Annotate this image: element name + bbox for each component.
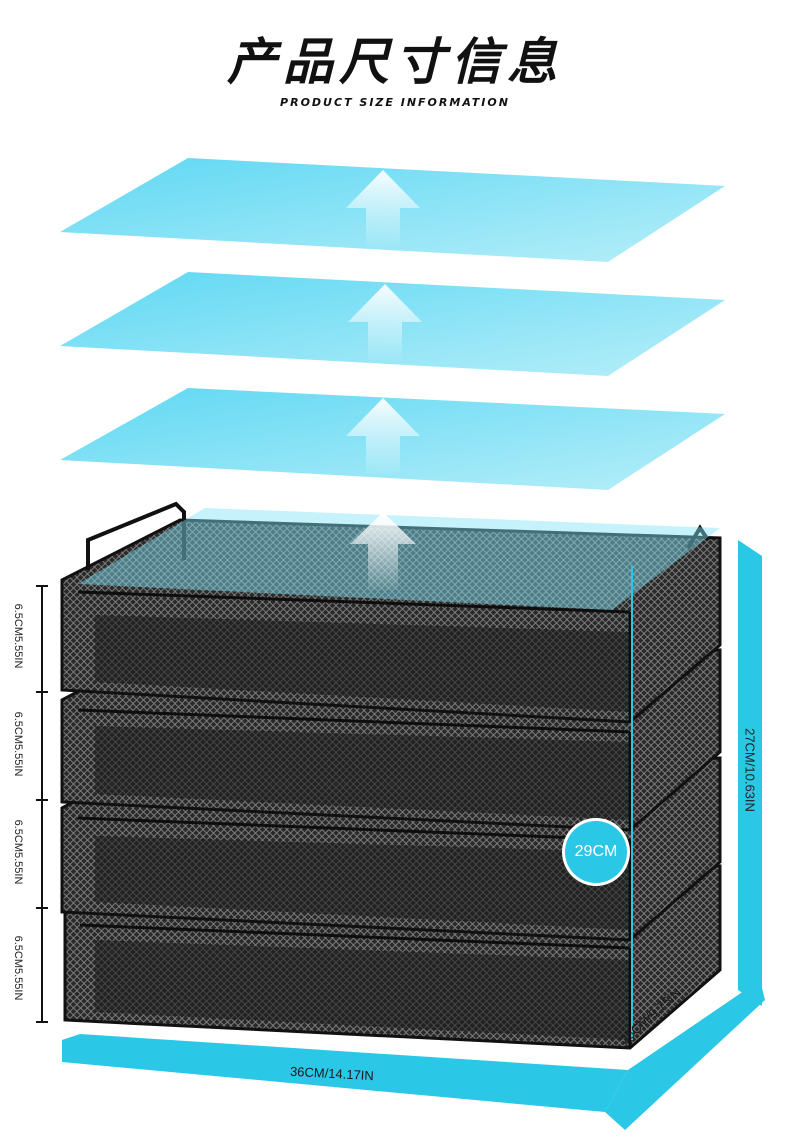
arrow-up-icon	[346, 398, 420, 474]
tray-tier-1	[60, 501, 722, 724]
tier-2-height-label: 6.5CM5.55IN	[12, 711, 24, 777]
tier-height-markers	[36, 585, 48, 1023]
total-height-label: 27CM/10.63IN	[742, 728, 758, 812]
page-title: 产品尺寸信息	[227, 33, 563, 91]
inner-height-badge: 29CM	[565, 821, 627, 883]
width-dimension-bar	[62, 1034, 628, 1112]
height-dimension-bar	[738, 540, 762, 1006]
paper-sheet-2	[60, 272, 725, 376]
tier-4-height-label: 6.5CM5.55IN	[12, 935, 24, 1001]
depth-dimension-bar	[605, 980, 765, 1130]
arrow-up-icon	[348, 284, 422, 360]
arrow-up-icon	[350, 512, 416, 590]
paper-sheet-3	[60, 388, 725, 490]
tray-handle	[86, 501, 710, 570]
tier-3-height-label: 6.5CM5.55IN	[12, 819, 24, 885]
paper-sheet-1	[60, 158, 725, 262]
arrow-up-icon	[346, 170, 420, 246]
tier-1-height-label: 6.5CM5.55IN	[12, 603, 24, 669]
page-subtitle: PRODUCT SIZE INFORMATION	[280, 96, 510, 109]
paper-sheet-inserted	[78, 508, 720, 1040]
